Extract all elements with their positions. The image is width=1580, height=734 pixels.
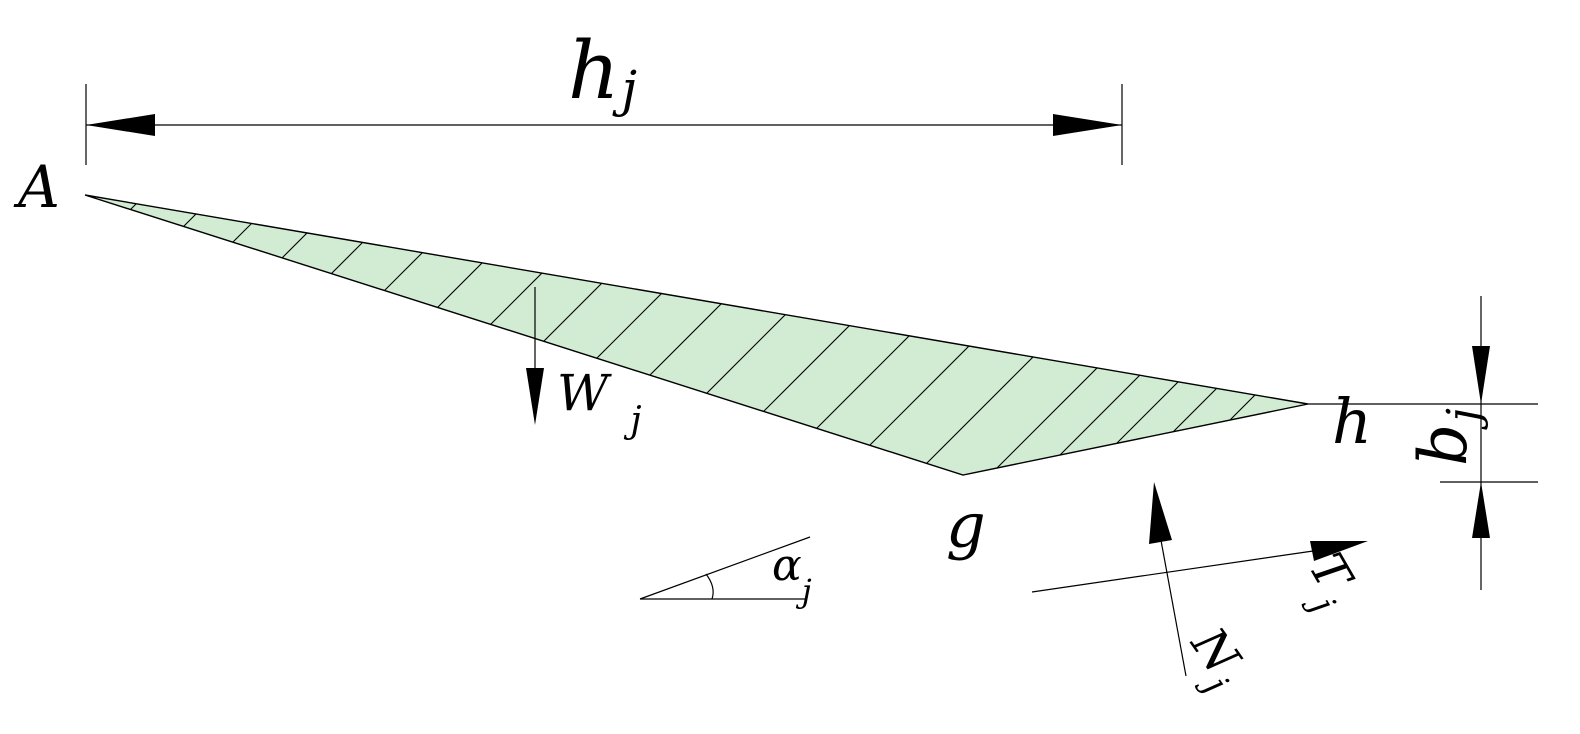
label-point-a: A [13, 153, 60, 221]
label-angle: α [772, 540, 802, 591]
dimension-hj: hj [85, 24, 1123, 165]
svg-text:Tj: Tj [1285, 544, 1370, 620]
label-point-h: h [1332, 385, 1372, 458]
dimension-arrow-left [86, 114, 155, 136]
dimension-arrow-top [1472, 346, 1490, 404]
svg-text:bj: bj [1405, 408, 1489, 466]
dimension-bj: bj [1308, 296, 1538, 590]
svg-text:Wj: Wj [557, 364, 642, 441]
label-normal: N [1180, 617, 1252, 686]
svg-text:Nj: Nj [1171, 617, 1258, 701]
label-point-g: g [946, 489, 986, 562]
label-weight-sub: j [623, 400, 641, 441]
angle-indicator: αj [639, 536, 812, 610]
label-bj: b [1405, 424, 1482, 466]
dimension-arrow-bottom [1472, 482, 1490, 538]
label-weight: W [557, 364, 612, 422]
tangential-force-arrow: Tj [1031, 541, 1370, 620]
label-hj: h [568, 24, 620, 117]
normal-force-arrow: Nj [1149, 482, 1258, 701]
dimension-arrow-right [1053, 114, 1122, 136]
soil-slice-region [84, 194, 1309, 476]
svg-text:hj: hj [568, 24, 637, 118]
